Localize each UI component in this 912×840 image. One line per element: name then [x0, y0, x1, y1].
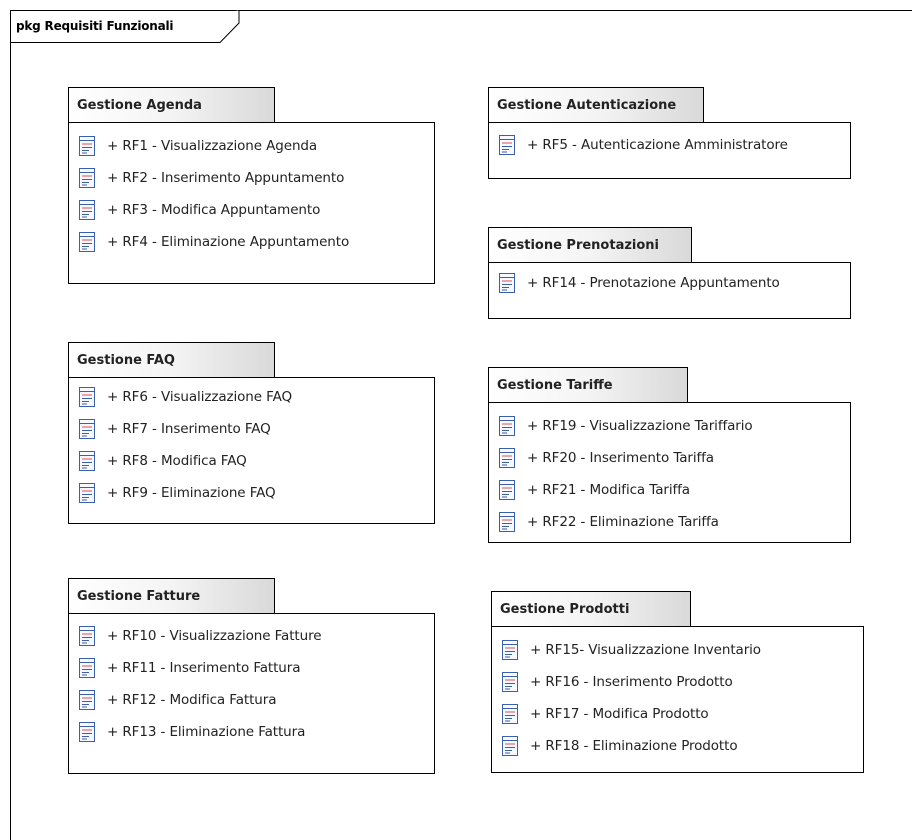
requirement-label: + RF22 - Eliminazione Tariffa: [527, 514, 719, 530]
requirement-label: + RF1 - Visualizzazione Agenda: [107, 138, 318, 154]
requirement-icon: [499, 512, 515, 532]
requirement-label: + RF21 - Modifica Tariffa: [527, 482, 690, 498]
requirement-item[interactable]: + RF7 - Inserimento FAQ: [79, 417, 271, 441]
requirement-icon: [502, 640, 518, 660]
requirement-label: + RF2 - Inserimento Appuntamento: [107, 170, 345, 186]
package-name: Gestione FAQ: [68, 342, 275, 378]
requirement-item[interactable]: + RF16 - Inserimento Prodotto: [502, 670, 733, 694]
requirement-label: + RF18 - Eliminazione Prodotto: [530, 738, 738, 754]
requirement-icon: [79, 451, 95, 471]
requirement-item[interactable]: + RF6 - Visualizzazione FAQ: [79, 385, 292, 409]
requirement-item[interactable]: + RF8 - Modifica FAQ: [79, 449, 247, 473]
requirement-icon: [79, 626, 95, 646]
requirement-label: + RF3 - Modifica Appuntamento: [107, 202, 321, 218]
requirement-item[interactable]: + RF21 - Modifica Tariffa: [499, 478, 690, 502]
requirement-label: + RF15- Visualizzazione Inventario: [530, 642, 761, 658]
frame-title-tab: [10, 10, 240, 43]
requirement-icon: [79, 136, 95, 156]
requirement-icon: [499, 416, 515, 436]
requirement-item[interactable]: + RF12 - Modifica Fattura: [79, 688, 276, 712]
package-body: + RF6 - Visualizzazione FAQ + RF7 - Inser…: [68, 377, 435, 524]
requirement-icon: [499, 448, 515, 468]
requirement-icon: [499, 273, 515, 293]
diagram-frame: [10, 10, 912, 840]
requirement-label: + RF17 - Modifica Prodotto: [530, 706, 709, 722]
requirement-item[interactable]: + RF18 - Eliminazione Prodotto: [502, 734, 738, 758]
requirement-item[interactable]: + RF20 - Inserimento Tariffa: [499, 446, 714, 470]
package-body: + RF15- Visualizzazione Inventario + RF16…: [491, 626, 864, 773]
requirement-label: + RF5 - Autenticazione Amministratore: [527, 137, 788, 153]
package-body: + RF19 - Visualizzazione Tariffario + RF2…: [488, 402, 851, 543]
requirement-label: + RF11 - Inserimento Fattura: [107, 660, 301, 676]
package-name: Gestione Prenotazioni: [488, 227, 692, 263]
requirement-icon: [79, 419, 95, 439]
requirement-item[interactable]: + RF1 - Visualizzazione Agenda: [79, 134, 317, 158]
requirement-icon: [502, 672, 518, 692]
requirement-item[interactable]: + RF5 - Autenticazione Amministratore: [499, 133, 788, 157]
requirement-icon: [79, 387, 95, 407]
requirement-label: + RF6 - Visualizzazione FAQ: [107, 389, 292, 405]
requirement-label: + RF10 - Visualizzazione Fatture: [107, 628, 322, 644]
requirement-label: + RF9 - Eliminazione FAQ: [107, 485, 276, 501]
requirement-label: + RF8 - Modifica FAQ: [107, 453, 247, 469]
requirement-item[interactable]: + RF17 - Modifica Prodotto: [502, 702, 709, 726]
requirement-label: + RF20 - Inserimento Tariffa: [527, 450, 714, 466]
requirement-label: + RF19 - Visualizzazione Tariffario: [527, 418, 753, 434]
requirement-label: + RF16 - Inserimento Prodotto: [530, 674, 733, 690]
requirement-item[interactable]: + RF22 - Eliminazione Tariffa: [499, 510, 719, 534]
package-name: Gestione Prodotti: [491, 591, 691, 627]
requirement-label: + RF14 - Prenotazione Appuntamento: [527, 275, 780, 291]
package-body: + RF5 - Autenticazione Amministratore: [488, 122, 851, 179]
requirement-label: + RF7 - Inserimento FAQ: [107, 421, 271, 437]
package-name: Gestione Agenda: [68, 87, 275, 123]
requirement-icon: [502, 736, 518, 756]
requirement-item[interactable]: + RF9 - Eliminazione FAQ: [79, 481, 276, 505]
requirement-item[interactable]: + RF14 - Prenotazione Appuntamento: [499, 271, 780, 295]
requirement-icon: [79, 483, 95, 503]
requirement-icon: [502, 704, 518, 724]
requirement-icon: [79, 722, 95, 742]
requirement-icon: [79, 200, 95, 220]
requirement-item[interactable]: + RF10 - Visualizzazione Fatture: [79, 624, 322, 648]
package-name: Gestione Fatture: [68, 578, 275, 614]
diagram-title: pkg Requisiti Funzionali: [16, 19, 174, 33]
requirement-icon: [79, 168, 95, 188]
package-body: + RF14 - Prenotazione Appuntamento: [488, 262, 851, 319]
requirement-item[interactable]: + RF3 - Modifica Appuntamento: [79, 198, 320, 222]
package-body: + RF10 - Visualizzazione Fatture + RF11 -…: [68, 613, 435, 774]
requirement-item[interactable]: + RF4 - Eliminazione Appuntamento: [79, 230, 349, 254]
requirement-label: + RF12 - Modifica Fattura: [107, 692, 277, 708]
package-name: Gestione Autenticazione: [488, 87, 704, 123]
requirement-item[interactable]: + RF19 - Visualizzazione Tariffario: [499, 414, 753, 438]
requirement-item[interactable]: + RF11 - Inserimento Fattura: [79, 656, 300, 680]
requirement-item[interactable]: + RF15- Visualizzazione Inventario: [502, 638, 761, 662]
requirement-icon: [79, 690, 95, 710]
requirement-item[interactable]: + RF13 - Eliminazione Fattura: [79, 720, 305, 744]
requirement-icon: [79, 658, 95, 678]
package-body: + RF1 - Visualizzazione Agenda + RF2 - In…: [68, 122, 435, 284]
requirement-icon: [499, 135, 515, 155]
requirement-icon: [79, 232, 95, 252]
package-name: Gestione Tariffe: [488, 367, 688, 403]
requirement-label: + RF4 - Eliminazione Appuntamento: [107, 234, 350, 250]
requirement-icon: [499, 480, 515, 500]
requirement-item[interactable]: + RF2 - Inserimento Appuntamento: [79, 166, 344, 190]
requirement-label: + RF13 - Eliminazione Fattura: [107, 724, 306, 740]
